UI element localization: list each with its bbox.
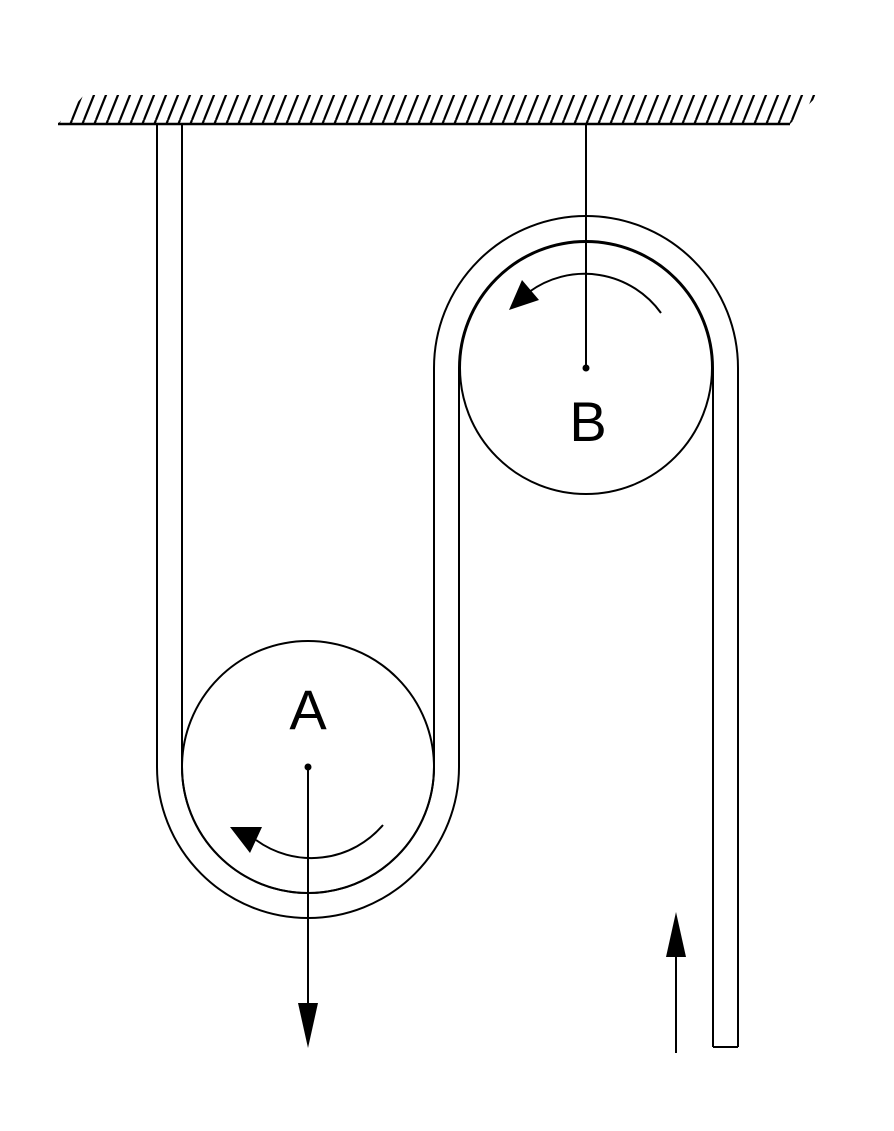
pulley-b-axle bbox=[582, 364, 590, 372]
ceiling-support bbox=[58, 95, 818, 126]
rotation-arrow-a bbox=[230, 824, 384, 860]
rotation-arrow-b bbox=[509, 272, 662, 314]
pulley-a-label: A bbox=[289, 678, 327, 741]
rope bbox=[156, 123, 739, 1048]
pull-force-arrow bbox=[666, 912, 686, 1053]
pulley-b-label: B bbox=[569, 390, 606, 453]
load-force-arrow bbox=[298, 767, 318, 1048]
